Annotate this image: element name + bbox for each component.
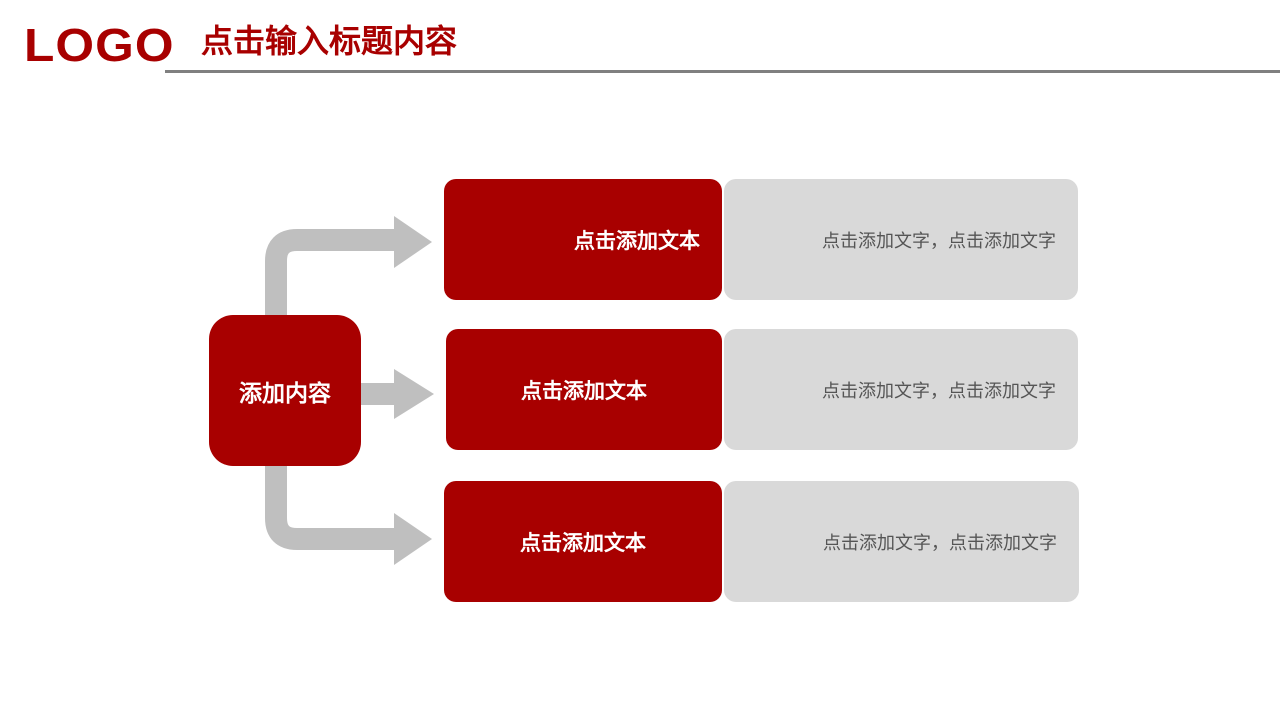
branch-text-box: 点击添加文字，点击添加文字	[724, 179, 1078, 300]
source-node: 添加内容	[209, 315, 361, 466]
header-divider	[165, 70, 1280, 73]
branch-title: 点击添加文本	[574, 227, 700, 253]
branch-text-box: 点击添加文字，点击添加文字	[724, 329, 1078, 450]
connector-arrow-top	[265, 229, 396, 316]
branch-title: 点击添加文本	[521, 377, 647, 403]
arrow-head-top	[394, 216, 432, 268]
branch-title-box: 点击添加文本	[444, 179, 722, 300]
branch-title-box: 点击添加文本	[444, 481, 722, 602]
branch-text: 点击添加文字，点击添加文字	[822, 380, 1056, 402]
logo: LOGO	[24, 19, 175, 71]
branch-text: 点击添加文字，点击添加文字	[823, 532, 1057, 554]
branch-text: 点击添加文字，点击添加文字	[822, 230, 1056, 252]
source-node-label: 添加内容	[239, 379, 331, 407]
arrow-head-bottom	[394, 513, 432, 565]
branch-title: 点击添加文本	[520, 529, 646, 555]
branch-title-box: 点击添加文本	[446, 329, 722, 450]
page-title: 点击输入标题内容	[201, 22, 458, 60]
branch-text-box: 点击添加文字，点击添加文字	[724, 481, 1079, 602]
arrow-head-middle	[394, 369, 434, 419]
connector-arrow-bottom	[265, 465, 396, 550]
